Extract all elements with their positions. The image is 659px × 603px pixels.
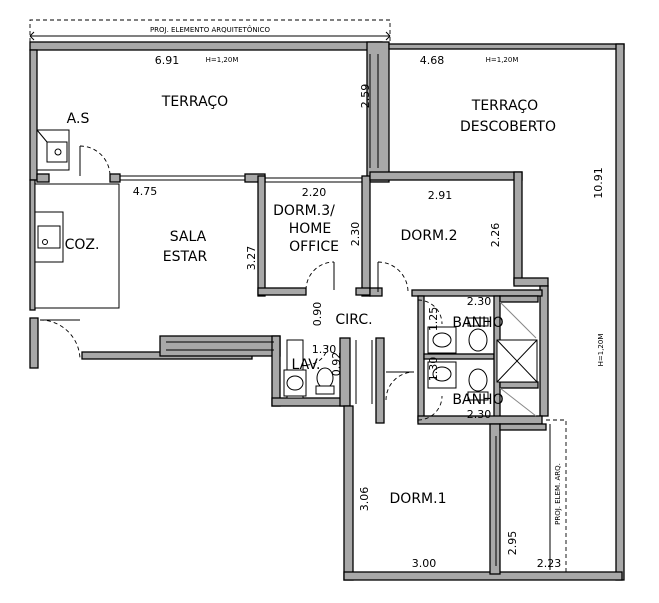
note-h-side: H=1,20M: [597, 334, 605, 367]
dim-dorm1-width: 3.00: [412, 557, 437, 570]
dim-banho2-depth: 1.30: [427, 357, 440, 382]
label-dorm2: DORM.2: [401, 228, 458, 244]
label-terraco: TERRAÇO: [161, 94, 228, 110]
dim-dorm1-closet: 2.95: [506, 531, 519, 556]
dim-corner-width: 2.23: [537, 557, 562, 570]
dim-circ-width: 0.90: [311, 302, 324, 327]
projection-right: [546, 419, 567, 572]
dim-dorm3-width: 2.20: [302, 186, 327, 199]
dim-descoberto-width: 4.68: [420, 54, 445, 67]
label-sala-2: ESTAR: [163, 249, 208, 265]
room-labels: TERRAÇO TERRAÇO DESCOBERTO A.S COZ. SALA…: [65, 94, 556, 507]
label-sala-1: SALA: [170, 229, 207, 245]
walls: [29, 41, 625, 581]
label-terraco-descoberto-2: DESCOBERTO: [460, 119, 556, 135]
dim-descoberto-depth: 10.91: [592, 167, 605, 199]
label-terraco-descoberto-1: TERRAÇO: [471, 98, 538, 114]
notes: PROJ. ELEMENTO ARQUITETÔNICO H=1,20M H=1…: [150, 25, 605, 525]
label-dorm3-1: DORM.3/: [273, 203, 335, 219]
dim-sala-depth: 3.27: [245, 246, 258, 271]
label-banho-2: BANHO: [452, 392, 503, 408]
dim-dorm2-depth: 2.26: [489, 223, 502, 248]
label-as: A.S: [67, 111, 90, 127]
dim-banho1-width: 2.30: [467, 295, 492, 308]
dim-terraco-depth: 2.59: [359, 84, 372, 109]
dim-dorm1-depth: 3.06: [358, 487, 371, 512]
dim-terraco-width: 6.91: [155, 54, 180, 67]
dim-sala-width: 4.75: [133, 185, 158, 198]
label-dorm3-3: OFFICE: [289, 239, 339, 255]
fixtures: [34, 54, 538, 566]
label-lav: LAV.: [291, 357, 320, 373]
dim-lav-depth: 0.92: [330, 352, 343, 377]
dim-lav-width: 1.30: [312, 343, 337, 356]
doors: [39, 145, 443, 421]
label-coz: COZ.: [65, 237, 100, 253]
dim-banho2-width: 2.30: [467, 408, 492, 421]
projection-top: [29, 19, 391, 44]
note-proj-top: PROJ. ELEMENTO ARQUITETÔNICO: [150, 25, 271, 34]
label-circ: CIRC.: [335, 312, 372, 328]
dim-dorm3-depth: 2.30: [349, 222, 362, 247]
label-dorm3-2: HOME: [289, 221, 331, 237]
note-h-descoberto: H=1,20M: [486, 56, 519, 64]
label-dorm1: DORM.1: [390, 491, 447, 507]
note-proj-right: PROJ. ELEM. ARQ.: [554, 463, 562, 525]
note-h-terraco: H=1,20M: [206, 56, 239, 64]
dimensions: 6.91 2.59 4.68 10.91 4.75 2.20 2.30 3.27…: [133, 54, 605, 570]
dim-banho1-depth: 1.25: [427, 307, 440, 332]
label-banho-1: BANHO: [452, 315, 503, 331]
dim-dorm2-width: 2.91: [428, 189, 453, 202]
